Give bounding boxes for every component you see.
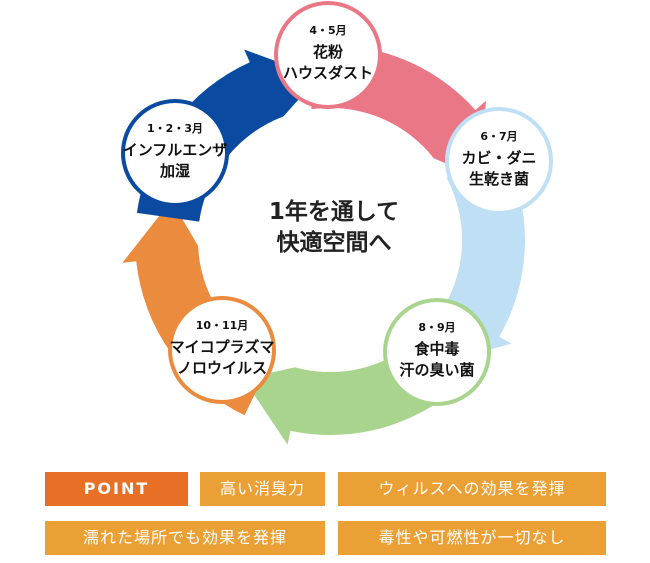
node-label-line1: マイコプラズマ — [170, 338, 275, 356]
node-label-line1: 食中毒 — [414, 340, 459, 358]
node-label-line2: 汗の臭い菌 — [399, 361, 474, 379]
node-month: 6・7月 — [480, 130, 517, 143]
node-label-line2: 生乾き菌 — [469, 170, 529, 188]
node-label-line2: ハウスダスト — [283, 64, 373, 82]
feature-tag-non-toxic: 毒性や可燃性が一切なし — [338, 521, 606, 555]
season-node-late-summer: 8・9月 食中毒 汗の臭い菌 — [383, 298, 491, 406]
node-circle — [121, 99, 229, 207]
node-label-line2: ノロウイルス — [177, 359, 267, 377]
node-label-line1: カビ・ダニ — [461, 149, 536, 167]
feature-tag-deodorizing: 高い消臭力 — [200, 472, 325, 506]
center-circle — [198, 108, 462, 372]
season-node-autumn: 10・11月 マイコプラズマ ノロウイルス — [168, 296, 276, 404]
node-circle — [168, 296, 276, 404]
season-node-spring: 4・5月 花粉 ハウスダスト — [274, 1, 382, 109]
season-node-early-summer: 6・7月 カビ・ダニ 生乾き菌 — [445, 107, 553, 215]
node-month: 8・9月 — [418, 321, 455, 334]
center-label-line2: 快適空間へ — [277, 229, 392, 256]
node-label-line1: インフルエンザ — [123, 141, 228, 159]
node-label-line1: 花粉 — [313, 43, 343, 61]
feature-tag-wet-areas: 濡れた場所でも効果を発揮 — [45, 521, 325, 555]
point-badge: POINT — [45, 472, 188, 506]
node-month: 10・11月 — [196, 319, 249, 332]
node-month: 1・2・3月 — [147, 122, 203, 135]
node-circle — [274, 1, 382, 109]
feature-tag-antiviral: ウィルスへの効果を発揮 — [338, 472, 606, 506]
node-label-line2: 加湿 — [159, 162, 190, 180]
center-label-line1: 1年を通して — [269, 198, 399, 225]
node-circle — [445, 107, 553, 215]
center-label: 1年を通して 快適空間へ — [269, 198, 399, 256]
season-node-winter: 1・2・3月 インフルエンザ 加湿 — [121, 99, 229, 207]
node-circle — [383, 298, 491, 406]
seasonal-cycle-diagram: 1年を通して 快適空間へ 4・5月 花粉 ハウスダスト 6・7月 カビ・ダニ 生… — [121, 1, 553, 445]
node-month: 4・5月 — [309, 24, 346, 37]
